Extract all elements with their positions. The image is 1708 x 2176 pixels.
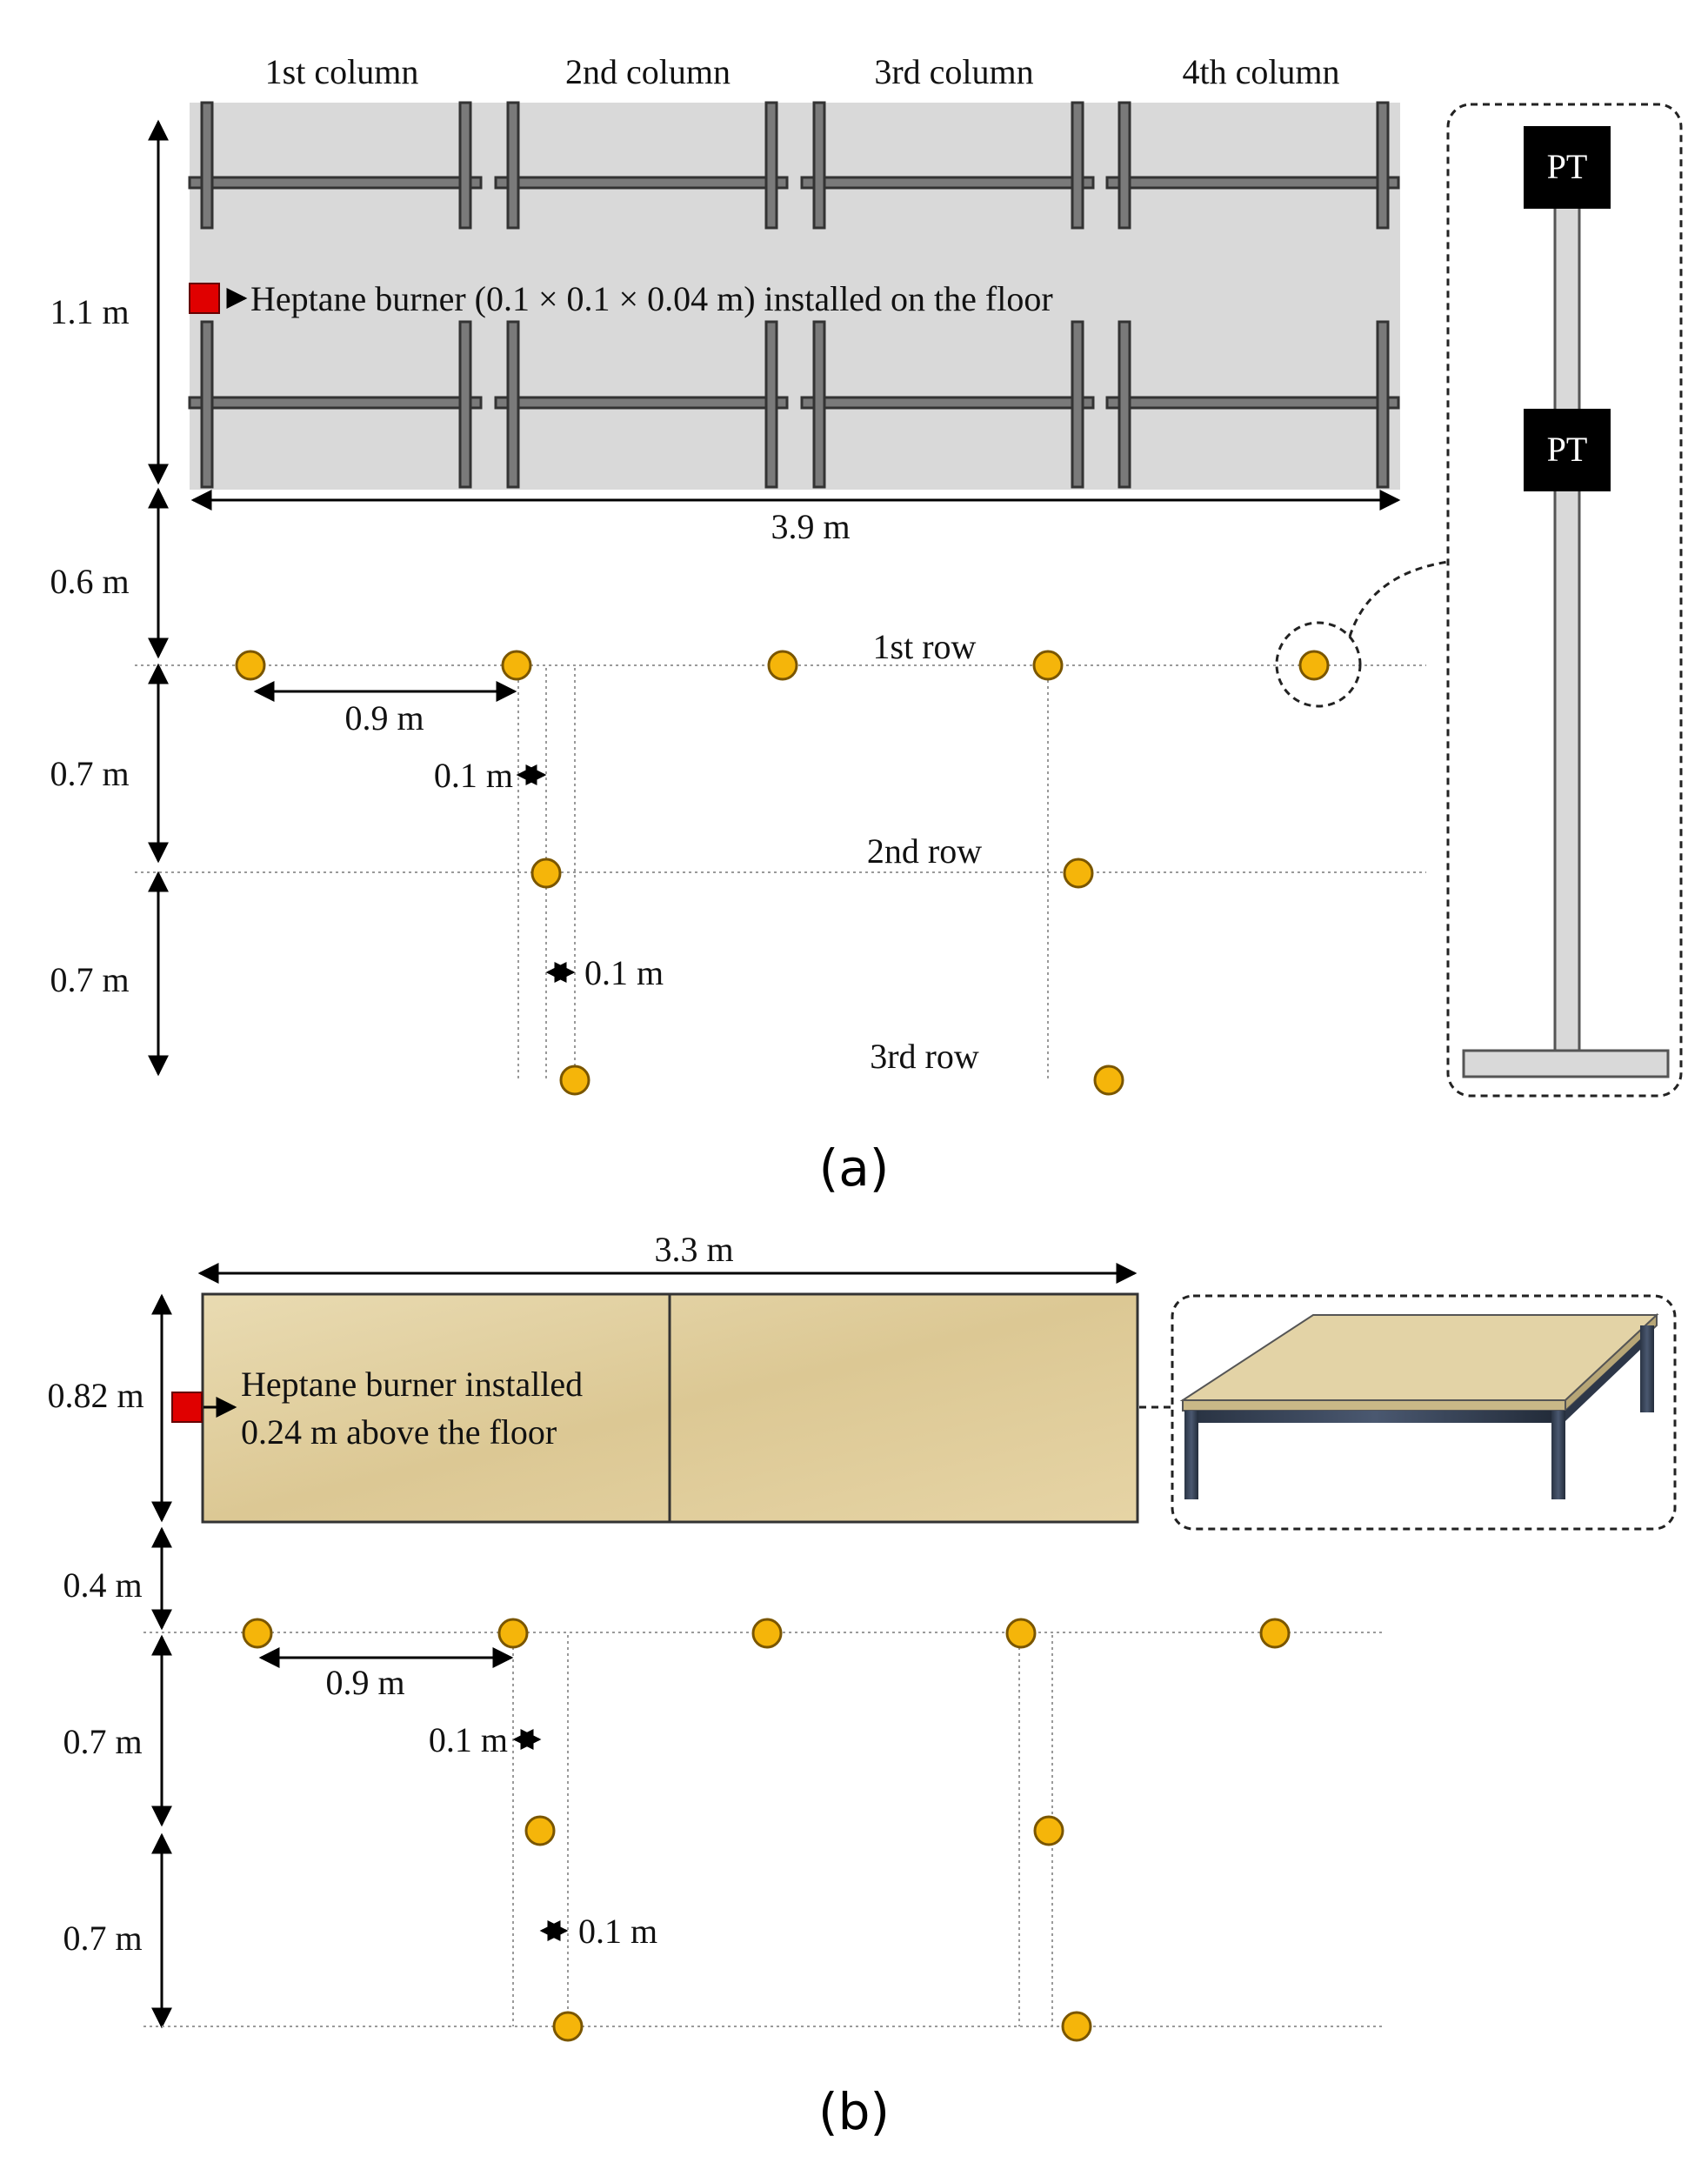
pt-stand: PT PT <box>1462 126 1670 1078</box>
sensor-row1-4 <box>1032 650 1064 681</box>
column-label-1: 1st column <box>265 52 419 91</box>
rack-post-c3-t2-1 <box>812 320 826 489</box>
offset2-dimension-label: 0.1 m <box>584 953 664 992</box>
gap-dimension-label-b: 0.4 m <box>63 1565 142 1605</box>
rack-post-c1-t2-2 <box>458 320 472 489</box>
row1-dimension-label-b: 0.7 m <box>63 1722 142 1761</box>
row-label-3: 3rd row <box>870 1037 979 1076</box>
table-top-edge <box>1182 1399 1566 1412</box>
rack-frames <box>188 101 1400 489</box>
sensor-b-row2-1 <box>524 1815 556 1846</box>
callout-connector <box>1348 560 1449 637</box>
rack-post-c1-t1-1 <box>200 101 214 230</box>
table-leg-back-right <box>1640 1325 1654 1412</box>
heptane-burner-marker-b <box>171 1392 203 1423</box>
offset1-dimension-label-b: 0.1 m <box>429 1720 508 1759</box>
rack-post-c3-t2-2 <box>1071 320 1084 489</box>
rack-post-c2-t1-1 <box>506 101 520 230</box>
row2-dimension-label: 0.7 m <box>50 960 129 999</box>
rack-shelf-c1-t2 <box>188 396 483 410</box>
panel-a-caption: (a) <box>819 1138 890 1198</box>
pt-sensor-bottom-label: PT <box>1547 430 1588 469</box>
spacing-dimension-label-b: 0.9 m <box>325 1663 404 1702</box>
sensor-row3-2 <box>1093 1065 1124 1096</box>
sensor-row2-2 <box>1063 858 1094 889</box>
rack-shelf-c2-t1 <box>494 176 789 190</box>
rack-post-c4-t1-2 <box>1376 101 1390 230</box>
table-apron-side <box>1565 1339 1640 1421</box>
panel-a: 1st column 2nd column 3rd column 4th col… <box>50 52 1683 1198</box>
spacing-dimension-label: 0.9 m <box>344 698 424 738</box>
sensor-b-row1-3 <box>751 1618 783 1649</box>
rack-post-c3-t1-2 <box>1071 101 1084 230</box>
panel-b-caption: (b) <box>818 2082 890 2141</box>
panel-b: 3.3 m Heptane burner installed 0.24 m ab… <box>47 1230 1677 2141</box>
sensor-b-row2-2 <box>1033 1815 1064 1846</box>
rack-post-c1-t1-2 <box>458 101 472 230</box>
table-leg-front-right <box>1551 1411 1565 1499</box>
rack-shelf-c1-t1 <box>188 176 483 190</box>
sensor-b-row3-1 <box>552 2011 584 2042</box>
rack-shelf-c4-t2 <box>1105 396 1400 410</box>
table-3d-illustration <box>1179 1312 1659 1499</box>
pt-sensor-bottom <box>1524 409 1611 491</box>
burner-label-line2: 0.24 m above the floor <box>241 1412 557 1452</box>
rack-post-c2-t2-2 <box>764 320 778 489</box>
width-dimension-label: 3.9 m <box>771 507 850 546</box>
column-label-4: 4th column <box>1182 52 1339 91</box>
table-top-side <box>1565 1312 1658 1413</box>
height-dimension-label: 1.1 m <box>50 292 129 331</box>
rack-post-c2-t2-1 <box>506 320 520 489</box>
sensor-row1-1 <box>235 650 266 681</box>
table-detail-box <box>1171 1294 1677 1531</box>
rack-shelf-c3-t1 <box>800 176 1095 190</box>
rack-shelf-c4-t1 <box>1105 176 1400 190</box>
rack-post-c4-t2-1 <box>1118 320 1131 489</box>
table-apron-front <box>1198 1411 1551 1423</box>
pt-stand-base <box>1462 1049 1670 1078</box>
sensor-row1-2 <box>501 650 532 681</box>
table-leg-front-left <box>1184 1411 1198 1499</box>
rack-post-c3-t1-1 <box>812 101 826 230</box>
offset2-dimension-label-b: 0.1 m <box>578 1912 657 1951</box>
burner-label-line1: Heptane burner installed <box>241 1365 583 1404</box>
sensor-row1-5 <box>1298 650 1330 681</box>
sensor-row1-3 <box>767 650 798 681</box>
pt-sensor-top-label: PT <box>1547 147 1588 186</box>
row1-dimension-label: 0.7 m <box>50 754 129 793</box>
rack-post-c2-t1-2 <box>764 101 778 230</box>
rack-post-c4-t2-2 <box>1376 320 1390 489</box>
burner-label: Heptane burner (0.1 × 0.1 × 0.04 m) inst… <box>250 279 1053 318</box>
pt-stand-pole <box>1553 205 1581 1052</box>
row-label-1: 1st row <box>873 627 977 666</box>
rack-post-c4-t1-1 <box>1118 101 1131 230</box>
gap-dimension-label: 0.6 m <box>50 562 129 601</box>
table-width-label: 3.3 m <box>654 1230 733 1269</box>
sensor-b-row3-2 <box>1061 2011 1092 2042</box>
sensor-row2-1 <box>530 858 562 889</box>
sensor-b-row1-5 <box>1259 1618 1291 1649</box>
rack-post-c1-t2-1 <box>200 320 214 489</box>
row-label-2: 2nd row <box>867 831 982 871</box>
sensor-b-row1-2 <box>497 1618 529 1649</box>
row2-dimension-label-b: 0.7 m <box>63 1919 142 1958</box>
column-label-2: 2nd column <box>565 52 731 91</box>
sensor-row3-1 <box>559 1065 590 1096</box>
callout-circle <box>1275 621 1362 708</box>
rack-shelf-c2-t2 <box>494 396 789 410</box>
heptane-burner-marker <box>189 283 220 314</box>
sensor-b-row1-4 <box>1005 1618 1037 1649</box>
pt-stand-detail-box <box>1446 103 1683 1098</box>
offset1-dimension-label: 0.1 m <box>434 756 513 795</box>
rack-area <box>190 103 1400 490</box>
pt-sensor-top <box>1524 126 1611 209</box>
column-label-3: 3rd column <box>874 52 1033 91</box>
sensor-b-row1-1 <box>242 1618 273 1649</box>
rack-shelf-c3-t2 <box>800 396 1095 410</box>
table-height-label: 0.82 m <box>47 1376 143 1415</box>
